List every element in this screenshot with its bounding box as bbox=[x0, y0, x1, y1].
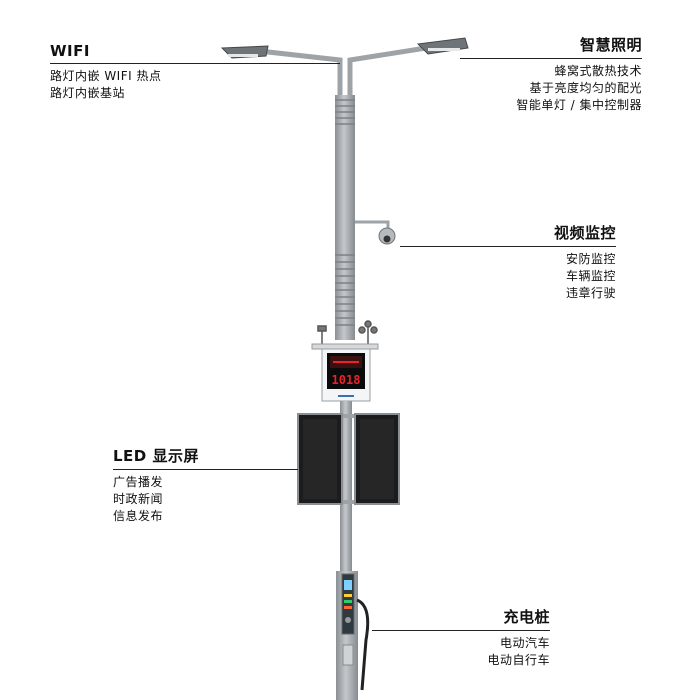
charging-station bbox=[341, 573, 370, 691]
pole-ribs-top bbox=[335, 99, 355, 125]
lamp-arms bbox=[249, 42, 446, 95]
led-bracket bbox=[298, 414, 400, 504]
video-rule bbox=[400, 246, 616, 247]
led-title: LED 显示屏 bbox=[113, 447, 199, 465]
video-label: 视频监控 安防监控 车辆监控 违章行驶 bbox=[400, 222, 616, 302]
charging-label: 充电桩 电动汽车 电动自行车 bbox=[372, 606, 550, 669]
video-line-2: 车辆监控 bbox=[565, 269, 616, 283]
charging-title: 充电桩 bbox=[503, 608, 550, 626]
left-lamp-head bbox=[220, 45, 269, 59]
pole-upper bbox=[335, 95, 355, 340]
charging-line-2: 电动自行车 bbox=[487, 653, 550, 667]
led-label: LED 显示屏 广告播发 时政新闻 信息发布 bbox=[113, 445, 298, 525]
lighting-line-3: 智能单灯 / 集中控制器 bbox=[516, 98, 642, 112]
environment-display bbox=[321, 348, 371, 402]
lighting-rule bbox=[460, 58, 642, 59]
right-lamp-head bbox=[416, 37, 469, 55]
lighting-line-2: 基于亮度均匀的配光 bbox=[529, 81, 642, 95]
led-line-1: 广告播发 bbox=[113, 475, 164, 489]
lighting-label: 智慧照明 蜂窝式散热技术 基于亮度均匀的配光 智能单灯 / 集中控制器 bbox=[460, 34, 642, 114]
surveillance-camera bbox=[355, 220, 396, 245]
wifi-line-1: 路灯内嵌 WIFI 热点 bbox=[50, 69, 162, 83]
video-line-3: 违章行驶 bbox=[565, 286, 616, 300]
wifi-line-2: 路灯内嵌基站 bbox=[50, 86, 126, 100]
env-display-reading: 1018 bbox=[332, 373, 361, 387]
charging-line-1: 电动汽车 bbox=[499, 636, 550, 650]
pole-ribs-middle bbox=[335, 254, 355, 326]
led-line-3: 信息发布 bbox=[113, 509, 164, 523]
sensor-bar bbox=[311, 343, 379, 350]
wifi-rule bbox=[50, 63, 340, 64]
video-line-1: 安防监控 bbox=[565, 252, 616, 266]
charging-rule bbox=[372, 630, 550, 631]
led-display-panels bbox=[297, 413, 400, 505]
video-title: 视频监控 bbox=[553, 224, 616, 242]
lighting-line-1: 蜂窝式散热技术 bbox=[554, 64, 642, 78]
wifi-label: WIFI 路灯内嵌 WIFI 热点 路灯内嵌基站 bbox=[50, 42, 340, 102]
lighting-title: 智慧照明 bbox=[579, 36, 642, 54]
led-line-2: 时政新闻 bbox=[113, 492, 164, 506]
weather-sensors bbox=[317, 320, 378, 345]
wifi-title: WIFI bbox=[50, 42, 90, 60]
led-rule bbox=[113, 469, 298, 470]
